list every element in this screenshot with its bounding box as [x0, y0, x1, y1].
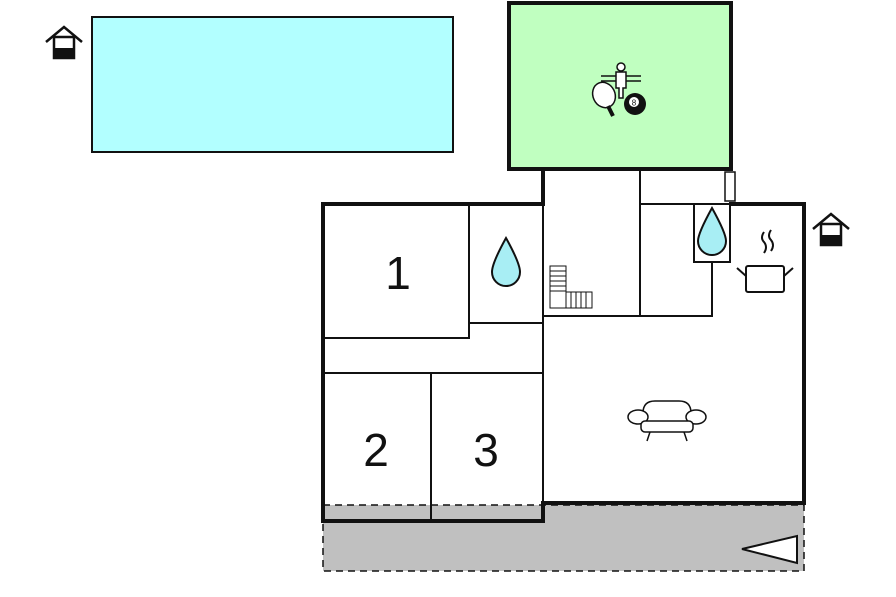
cooking-pot-icon [736, 229, 794, 293]
billiard-ball-number: 8 [632, 99, 637, 108]
stairs-icon [549, 265, 593, 309]
water-drop-icon [696, 205, 728, 256]
bedroom-2-label: 2 [363, 424, 389, 476]
terrace [322, 504, 805, 572]
billiard-ball-icon: 8 [624, 93, 646, 115]
direction-arrow-icon [741, 534, 798, 565]
sofa-icon [627, 400, 707, 442]
bedroom-3-label: 3 [473, 424, 499, 476]
table-football-icon [601, 62, 641, 99]
bedroom-1-label: 1 [385, 247, 411, 299]
shower-icon [693, 203, 731, 263]
house-entrance-icon [812, 212, 850, 247]
door-mark [724, 171, 736, 202]
house-entrance-icon [45, 25, 83, 60]
swimming-pool [91, 16, 454, 153]
house-outline [321, 167, 806, 523]
table-tennis-icon [591, 81, 617, 117]
water-drop-icon [490, 235, 522, 287]
